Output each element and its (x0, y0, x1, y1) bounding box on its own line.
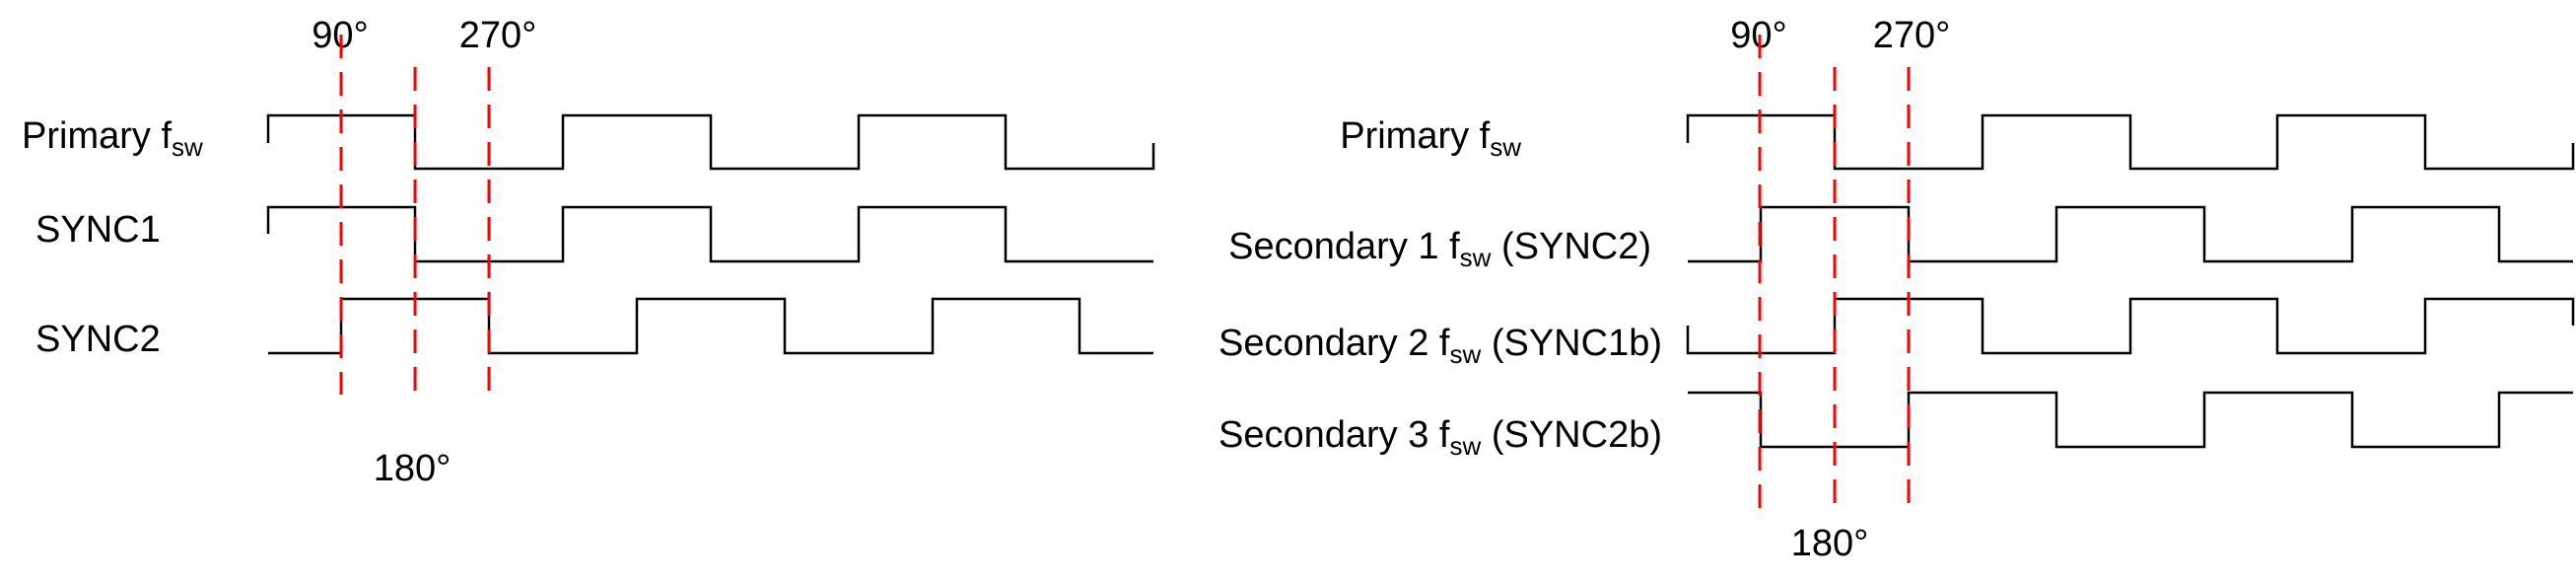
right-secondary-3-label: Secondary 3 fsw (SYNC2b) (1218, 414, 1662, 461)
left-sync1-label: SYNC1 (35, 209, 161, 251)
right-secondary-1-label: Secondary 1 fsw (SYNC2) (1228, 226, 1651, 272)
right-angle-270-label: 270° (1873, 15, 1951, 56)
right-primary-label: Primary fsw (1340, 115, 1521, 162)
left-sync2-label: SYNC2 (35, 319, 161, 360)
right-primary-waveform (1686, 113, 2575, 171)
right-panel: 90° 270° 180° Primary fsw Secondary 1 fs… (1218, 15, 2575, 564)
left-primary-label: Primary fsw (22, 115, 203, 162)
right-angle-180-label: 180° (1791, 523, 1869, 564)
left-sync1-waveform (266, 205, 1153, 263)
right-secondary-2-label: Secondary 2 fsw (SYNC1b) (1218, 323, 1662, 369)
left-sync2-waveform (268, 297, 1153, 355)
left-panel: 90° 270° 180° Primary fsw SYNC1 SYNC2 (22, 15, 1155, 489)
left-angle-180-label: 180° (374, 448, 452, 489)
left-primary-waveform (266, 113, 1155, 171)
right-secondary-3-waveform (1688, 391, 2573, 449)
left-angle-270-label: 270° (459, 15, 537, 56)
right-secondary-1-waveform (1688, 205, 2573, 263)
right-secondary-2-waveform (1686, 297, 2575, 355)
